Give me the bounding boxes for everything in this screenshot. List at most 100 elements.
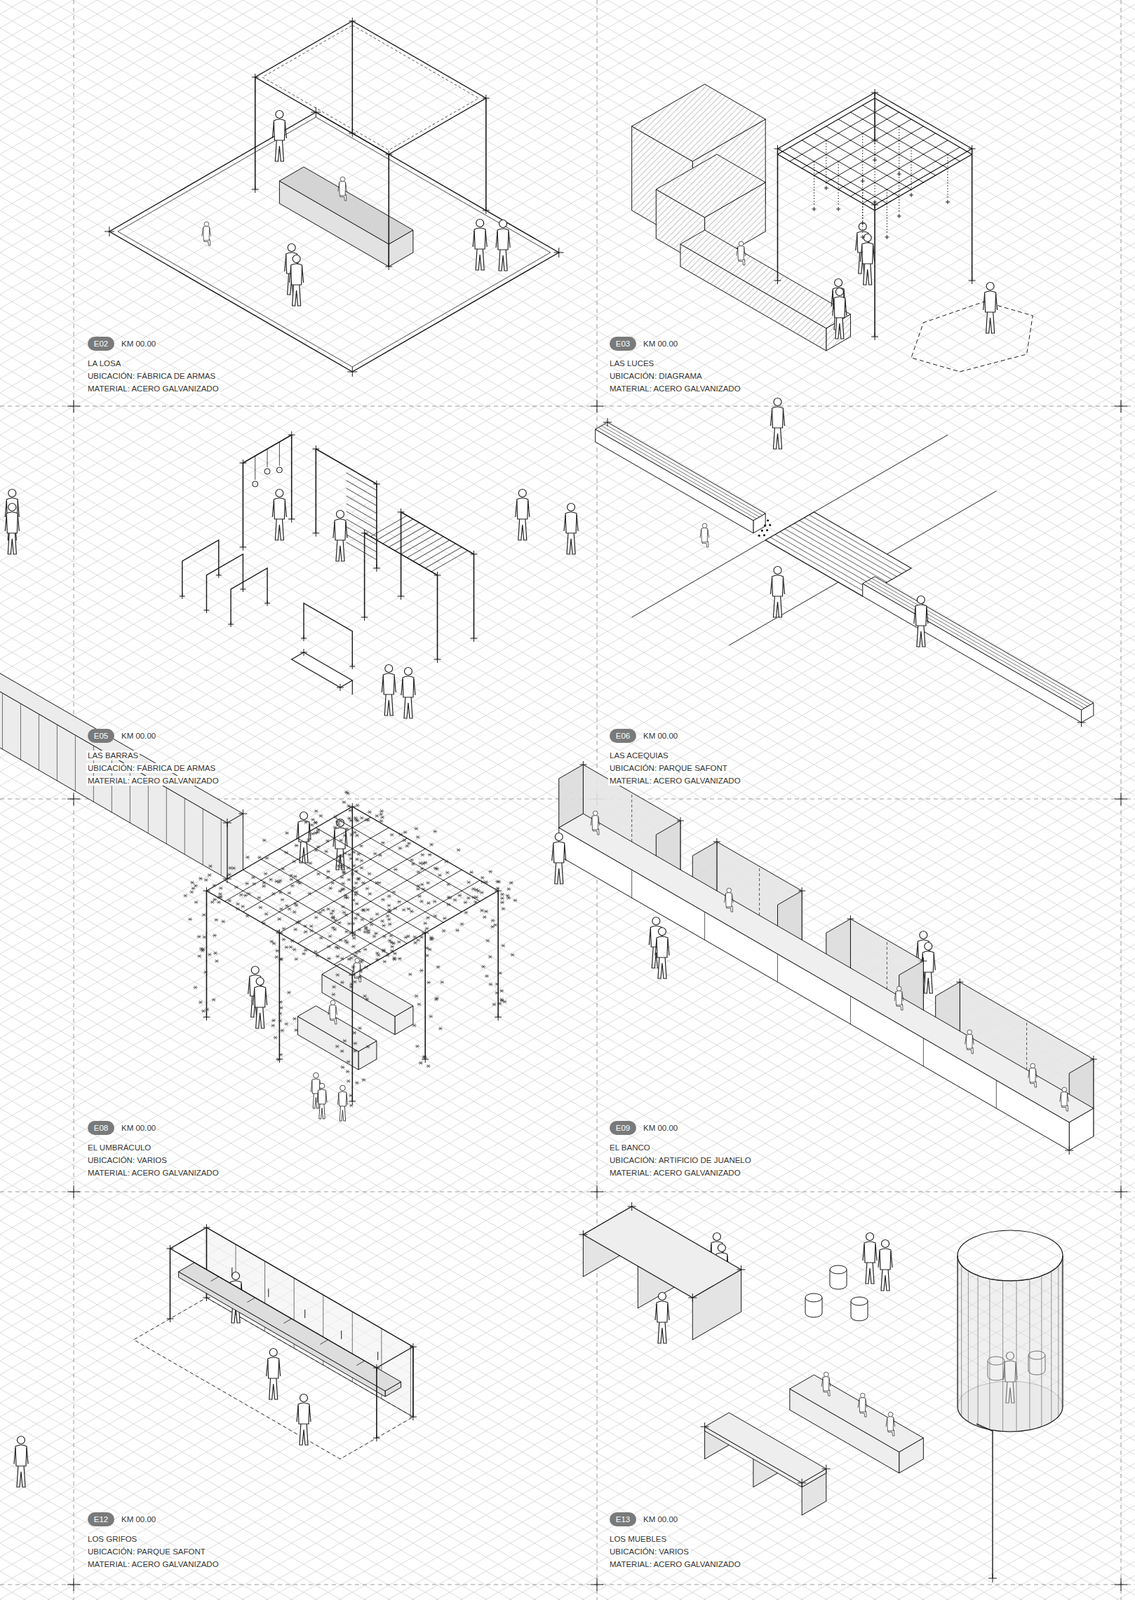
drawing-stroke (401, 533, 438, 555)
drawing-stroke (1059, 1093, 1070, 1103)
drawing-stroke (206, 890, 208, 1018)
drawing-stroke (656, 936, 668, 958)
drawing-stroke (0, 1547, 1135, 1600)
drawing-stroke (0, 0, 1135, 642)
drawing-stroke (825, 1464, 827, 1474)
drawing-stroke (0, 0, 1135, 109)
drawing-stroke (0, 1487, 1135, 1600)
drawing-stroke (0, 0, 1135, 576)
drawing-stroke (291, 652, 353, 688)
drawing-stroke (0, 1080, 1135, 1600)
drawing-stroke (334, 519, 346, 541)
drawing-stroke (0, 18, 1135, 674)
drawing-stroke (0, 0, 1135, 379)
drawing-stroke (0, 0, 1135, 478)
drawing-stroke (317, 1089, 326, 1105)
drawing-stroke (0, 1388, 1135, 1600)
drawing-stroke (242, 543, 244, 551)
drawing-stroke (202, 808, 204, 865)
panel-code: E06 (615, 730, 630, 741)
drawing-stroke (425, 929, 426, 937)
drawing-stroke (231, 1267, 233, 1276)
drawing-stroke (375, 1434, 377, 1442)
drawing-stroke (401, 512, 475, 555)
drawing-stroke (474, 227, 486, 250)
drawing-stroke (0, 0, 1135, 267)
material-note: MATERIAL: ACERO GALVANIZADO (608, 1559, 743, 1570)
drawing-stroke (0, 593, 1135, 1249)
drawing-stroke (472, 230, 487, 247)
drawing-stroke (383, 673, 395, 695)
drawing-stroke (412, 1346, 414, 1417)
drawing-stroke (272, 122, 287, 139)
drawing-stroke (262, 25, 479, 151)
drawing-stroke (780, 531, 878, 588)
drawing-stroke (559, 827, 1070, 1151)
drawing-stroke (0, 0, 1135, 614)
drawing-stroke (896, 986, 902, 992)
drawing-stroke (0, 1108, 1135, 1600)
drawing-stroke (967, 1029, 973, 1035)
exercise-bars (4, 431, 579, 719)
drawing-stroke (404, 695, 413, 719)
panel-code: E12 (93, 1514, 109, 1525)
drawing-stroke (763, 524, 767, 527)
drawing-stroke (352, 663, 353, 670)
human-figure (894, 986, 904, 1011)
drawing-stroke (352, 971, 353, 979)
drawing-stroke (0, 0, 1135, 586)
drawing-stroke (655, 1304, 670, 1321)
drawing-stroke (0, 673, 1135, 1329)
drawing-stroke (352, 929, 353, 937)
drawing-stroke (339, 683, 341, 691)
drawing-stroke (0, 0, 1135, 604)
drawing-stroke (424, 932, 426, 1060)
drawing-stroke (777, 92, 973, 205)
drawing-stroke (291, 515, 292, 523)
drawing-stroke (437, 655, 438, 663)
material-note: MATERIAL: ACERO GALVANIZADO (608, 775, 743, 786)
drawing-stroke (129, 766, 131, 823)
drawing-stroke (595, 429, 754, 534)
drawing-stroke (230, 621, 232, 628)
drawing-stroke (226, 818, 228, 828)
drawing-stroke (73, 399, 75, 413)
human-figure (1028, 1063, 1038, 1088)
drawing-stroke (596, 1578, 598, 1591)
drawing-stroke (1062, 1087, 1067, 1093)
drawing-stroke (515, 500, 530, 517)
drawing-stroke (553, 841, 565, 863)
drawing-stroke (700, 529, 710, 539)
human-figure (515, 489, 530, 541)
panel-code-badge: E05 (87, 728, 115, 743)
drawing-stroke (582, 1230, 584, 1239)
drawing-stroke (860, 1393, 865, 1399)
km-mark: KM 00.00 (641, 1123, 680, 1133)
human-figure (381, 665, 396, 717)
drawing-stroke (475, 247, 485, 271)
drawing-stroke (0, 0, 1135, 15)
drawing-stroke (0, 312, 1135, 969)
drawing-stroke (298, 1402, 310, 1425)
drawing-stroke (246, 1297, 255, 1303)
drawing-stroke (834, 279, 843, 287)
drawing-stroke (8, 489, 17, 498)
drawing-stroke (16, 1464, 26, 1488)
drawing-stroke (0, 397, 1135, 1053)
drawing-stroke (825, 140, 827, 186)
drawing-stroke (0, 0, 1135, 24)
drawing-stroke (242, 809, 244, 818)
drawing-stroke (0, 677, 1135, 1333)
drawing-stroke (886, 234, 888, 240)
element-name: LA LOSA (86, 358, 123, 369)
drawing-stroke (794, 523, 893, 580)
drawing-stroke (0, 1112, 1135, 1600)
drawing-stroke (0, 1224, 1135, 1600)
drawing-stroke (992, 1574, 994, 1583)
human-figure (770, 398, 785, 450)
drawing-stroke (773, 566, 782, 575)
location-note: UBICACIÓN: PARQUE SAFONT (608, 763, 729, 774)
drawing-stroke (0, 1421, 1135, 1600)
drawing-stroke (0, 1140, 1135, 1600)
drawing-stroke (801, 1478, 803, 1488)
